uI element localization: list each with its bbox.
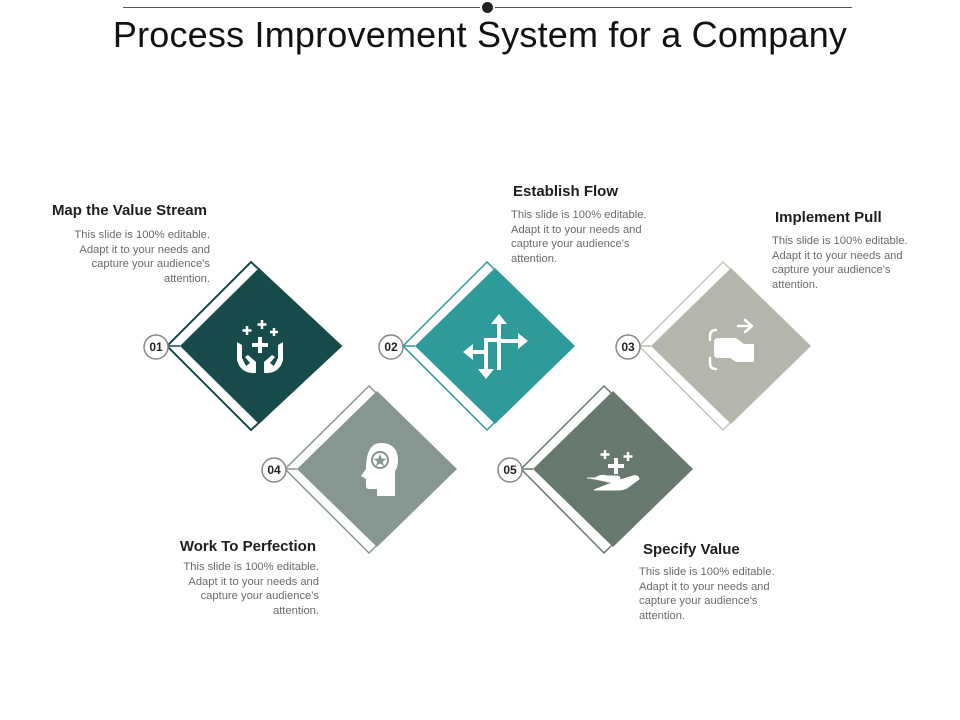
step-05-number: 05 [503,463,517,477]
step-04-number: 04 [267,463,281,477]
step-05-fill [533,391,693,547]
step-03-body: This slide is 100% editable. Adapt it to… [772,235,908,291]
step-01-number: 01 [149,340,163,354]
step-01-heading: Map the Value Stream [51,202,207,219]
step-04-heading: Work To Perfection [179,538,316,555]
page-title: Process Improvement System for a Company [112,14,848,55]
step-03-diamond: 03 [615,260,811,432]
step-03-heading: Implement Pull [775,209,882,226]
step-04-body: This slide is 100% editable. Adapt it to… [183,561,319,617]
step-03-number: 03 [621,340,635,354]
step-02-number: 02 [384,340,398,354]
hand-plus-icon [587,450,640,491]
top-rule-dot [482,2,493,13]
top-rule-right [495,7,852,8]
step-02-fill [415,268,575,424]
top-rule-left [123,7,480,8]
step-04-diamond: 04 [261,384,457,555]
step-02-heading: Establish Flow [513,183,619,200]
step-01-body: This slide is 100% editable. Adapt it to… [74,229,210,285]
step-05-diamond: 05 [497,384,693,555]
hand-pull-icon [708,318,754,371]
step-05-heading: Specify Value [643,541,740,558]
step-02-diamond: 02 [378,260,575,432]
step-01-diamond: 01 [143,260,343,432]
hands-plus-icon [237,320,283,373]
step-05-body: This slide is 100% editable. Adapt it to… [639,566,775,622]
head-star-icon [361,443,398,496]
step-02-body: This slide is 100% editable. Adapt it to… [511,209,647,265]
arrows-flow-icon [463,314,528,379]
